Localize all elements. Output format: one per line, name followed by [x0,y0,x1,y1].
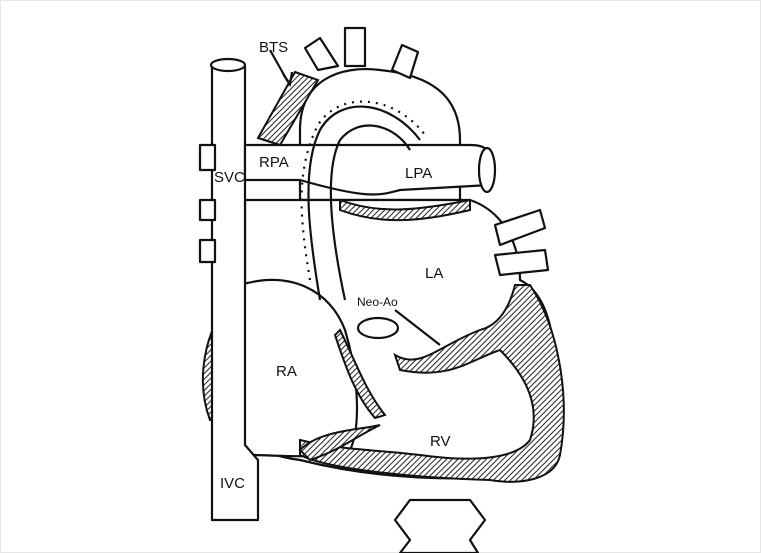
neo-aorta [300,100,441,346]
label-bts: BTS [259,39,288,56]
vena-cava [198,57,260,522]
pulmonary-vein [493,208,547,247]
label-rv: RV [430,433,451,450]
label-ivc: IVC [220,475,245,492]
label-la: LA [425,265,443,282]
bt-shunt [256,49,320,147]
pulmonary-artery [243,143,492,196]
label-svc: SVC [214,169,245,186]
label-rpa: RPA [259,154,289,171]
label-ra: RA [276,363,297,380]
label-neo-ao: Neo-Ao [357,295,398,309]
label-lpa: LPA [405,165,432,182]
vertebra [393,498,487,553]
septum [333,328,387,420]
septal-band [298,424,381,462]
pa-wall [339,198,471,222]
pulmonary-vein [493,248,550,277]
right-atrium [238,278,359,458]
right-ventricle-wall [299,284,565,483]
